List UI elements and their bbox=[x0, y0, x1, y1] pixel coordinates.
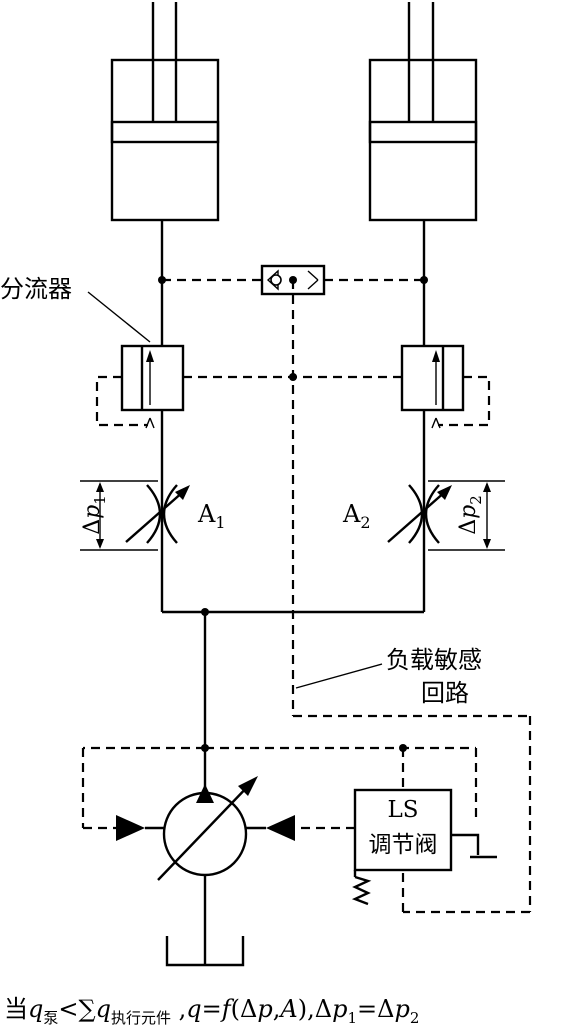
caption-p3: 泵 bbox=[43, 1009, 58, 1027]
caption-p14: A bbox=[278, 995, 297, 1023]
label-load-sensing-line2: 回路 bbox=[421, 679, 469, 707]
caption-p18: =Δ bbox=[357, 995, 394, 1023]
caption-p19: p bbox=[394, 995, 409, 1023]
caption-p11: (Δ bbox=[231, 995, 258, 1023]
junction-dot bbox=[420, 276, 428, 284]
label-ls-valve: 调节阀 bbox=[369, 832, 438, 858]
caption-p13: , bbox=[273, 995, 281, 1023]
junction-dot bbox=[201, 608, 209, 616]
a2-var: A bbox=[342, 500, 361, 528]
caption-p6: 执行元件 bbox=[111, 1009, 171, 1027]
left-divider-valve bbox=[95, 344, 185, 429]
a1-sub: 1 bbox=[215, 513, 225, 532]
right-cylinder bbox=[368, 2, 478, 222]
left-throttle bbox=[80, 480, 190, 551]
caption-p2: q bbox=[28, 995, 43, 1023]
right-divider-valve bbox=[400, 344, 491, 429]
caption-p15: ),Δ bbox=[298, 995, 332, 1023]
leader-line bbox=[87, 291, 151, 343]
caption-formula: 当q泵<∑q执行元件 ,q=f(Δp,A),Δp1=Δp2 bbox=[4, 995, 419, 1027]
caption-p12: p bbox=[257, 995, 272, 1023]
svg-text:Δp1: Δp1 bbox=[80, 495, 109, 535]
dp1-delta: Δ bbox=[80, 519, 105, 535]
caption-p20: 2 bbox=[410, 1009, 420, 1027]
label-flow-divider: 分流器 bbox=[0, 275, 72, 303]
label-load-sensing-line1: 负载敏感 bbox=[386, 646, 482, 674]
label-delta-p2: Δp2 bbox=[456, 495, 485, 535]
tank bbox=[165, 936, 245, 967]
dp2-sub: 2 bbox=[467, 495, 485, 505]
caption-p7: , bbox=[171, 995, 186, 1023]
label-a2: A2 bbox=[342, 500, 371, 532]
a1-var: A bbox=[197, 500, 216, 528]
label-a1: A1 bbox=[197, 500, 226, 532]
caption-p9: = bbox=[202, 995, 222, 1023]
dp2-delta: Δ bbox=[456, 519, 481, 535]
right-throttle bbox=[387, 480, 505, 551]
load-sensing-lines bbox=[81, 278, 532, 914]
leader-line bbox=[295, 663, 383, 689]
shuttle-valve bbox=[260, 264, 326, 296]
caption-p8: q bbox=[186, 995, 201, 1023]
dp2-var: p bbox=[456, 505, 481, 519]
variable-pump bbox=[116, 776, 295, 881]
caption-p16: p bbox=[332, 995, 347, 1023]
dp1-var: p bbox=[80, 505, 105, 519]
caption-p4: <∑ bbox=[58, 995, 95, 1023]
caption-p1: 当 bbox=[4, 995, 28, 1023]
label-ls: LS bbox=[387, 797, 418, 823]
label-delta-p1: Δp1 bbox=[80, 495, 109, 535]
caption-p17: 1 bbox=[347, 1009, 357, 1027]
caption-p5: q bbox=[96, 995, 111, 1023]
a2-sub: 2 bbox=[360, 513, 370, 532]
dp1-sub: 1 bbox=[91, 495, 109, 505]
ls-valve bbox=[351, 788, 497, 906]
left-cylinder bbox=[110, 2, 220, 222]
svg-text:Δp2: Δp2 bbox=[456, 495, 485, 535]
